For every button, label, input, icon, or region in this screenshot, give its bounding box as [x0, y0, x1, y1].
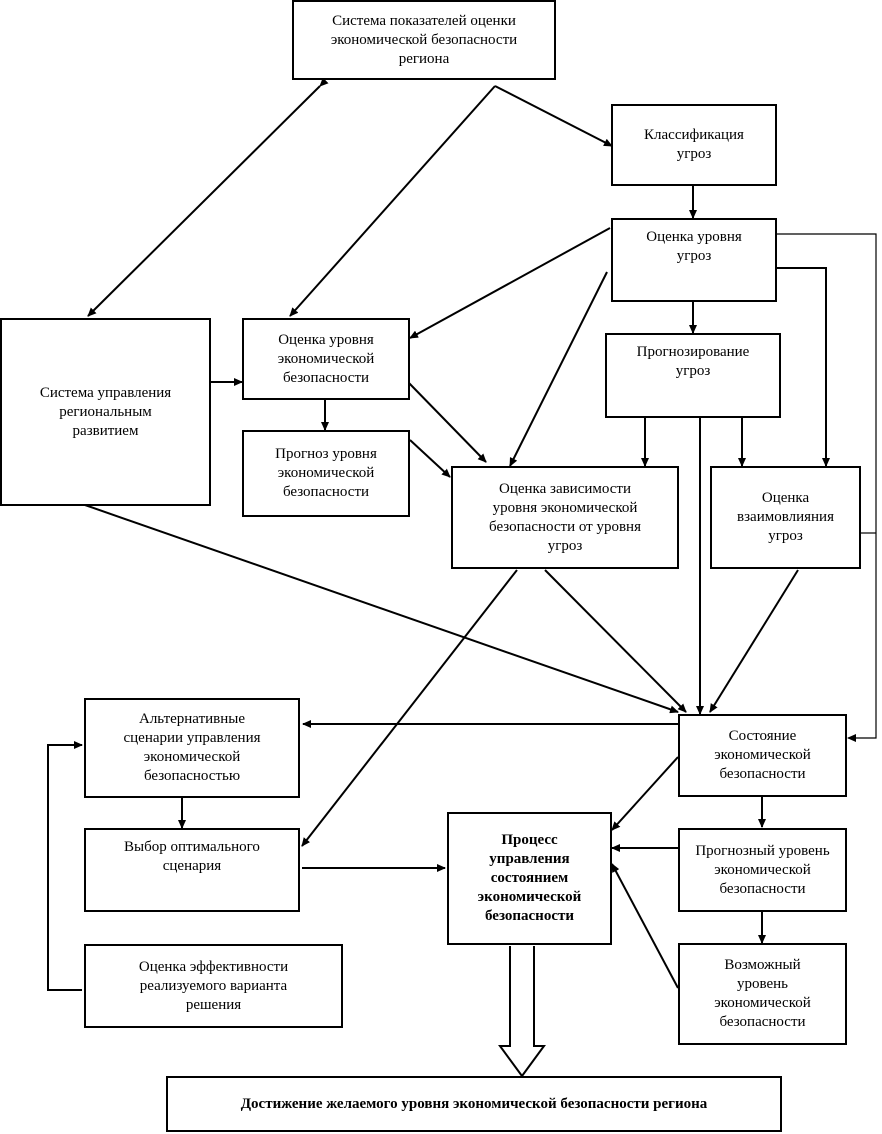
arrow-regional-mgmt-state — [84, 504, 679, 714]
node-efficiency-assessment: Оценка эффективности реализуемого вариан… — [84, 944, 343, 1028]
node-goal: Достижение желаемого уровня экономическо… — [166, 1076, 782, 1132]
arrow-threat-level-interaction — [776, 267, 830, 467]
node-threat-interaction-assessment: Оценка взаимовлияния угроз — [710, 466, 861, 569]
arrow-threat-level-dependency — [509, 271, 608, 467]
node-forecast-security-level: Прогнозный уровень экономической безопас… — [678, 828, 847, 912]
node-security-level-forecast: Прогноз уровня экономической безопасност… — [242, 430, 410, 517]
arrow-security-assessment-dependency — [407, 381, 487, 463]
arrow-indicators-regional-mgmt — [87, 77, 329, 317]
arrow-dependency-optimal-choice — [301, 569, 518, 847]
arrow-dependency-state — [544, 569, 687, 713]
arrow-interaction-state — [709, 569, 799, 713]
node-threat-level-assessment: Оценка уровня угроз — [611, 218, 777, 302]
arrow-efficiency-feedback — [47, 741, 83, 991]
arrow-threat-level-state — [776, 233, 877, 742]
arrow-threat-level-security-assessment — [409, 227, 611, 339]
node-indicators-system: Система показателей оценки экономической… — [292, 0, 556, 80]
node-threat-classification: Классификация угроз — [611, 104, 777, 186]
big-arrow-process-goal — [498, 946, 546, 1078]
node-regional-management-system: Система управления региональным развитие… — [0, 318, 211, 506]
node-dependency-assessment: Оценка зависимости уровня экономической … — [451, 466, 679, 569]
node-alternative-scenarios: Альтернативные сценарии управления эконо… — [84, 698, 300, 798]
node-threat-forecasting: Прогнозирование угроз — [605, 333, 781, 418]
node-optimal-scenario-choice: Выбор оптимального сценария — [84, 828, 300, 912]
arrow-state-process — [611, 756, 679, 831]
node-security-level-assessment: Оценка уровня экономической безопасности — [242, 318, 410, 400]
arrow-indicators-security-assessment — [289, 85, 496, 317]
arrow-possible-level-process — [611, 863, 679, 989]
node-possible-security-level: Возможный уровень экономической безопасн… — [678, 943, 847, 1045]
node-security-state: Состояние экономической безопасности — [678, 714, 847, 797]
arrow-forecast-dependency — [409, 439, 451, 478]
arrow-indicators-classification — [494, 85, 613, 147]
node-management-process: Процесс управления состоянием экономичес… — [447, 812, 612, 945]
